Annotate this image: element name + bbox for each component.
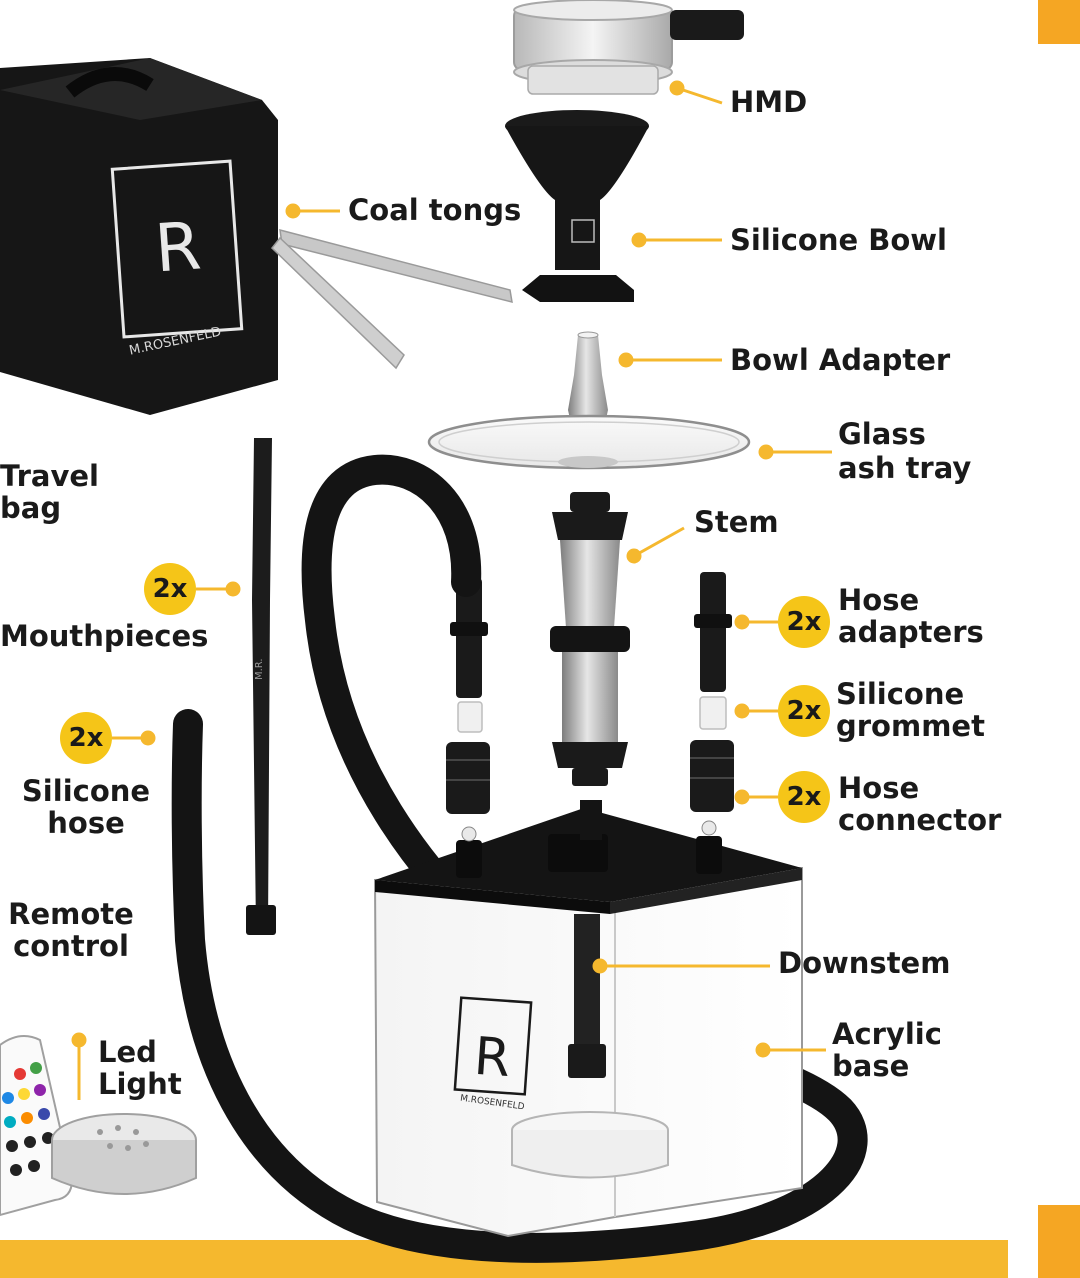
- hmd: [513, 0, 744, 95]
- label-remote-control-line1: Remote: [8, 897, 134, 931]
- coal-tongs: [270, 228, 513, 370]
- label-hose-adapters-line2: adapters: [838, 615, 984, 649]
- badge-mouthpieces: 2x: [144, 563, 196, 615]
- remote-control: [0, 1035, 74, 1217]
- silicone-bowl: [505, 110, 649, 302]
- label-travel-bag-line2: bag: [0, 491, 62, 525]
- label-hose-connector-line2: connector: [838, 803, 1002, 837]
- label-silicone-grommet-line1: Silicone: [836, 677, 965, 711]
- bag-monogram: R: [152, 207, 203, 287]
- label-remote-control-line2: control: [13, 929, 129, 963]
- edge-bar-bottom: [1038, 1205, 1080, 1278]
- label-glass-ash-tray-line2: ash tray: [838, 451, 972, 485]
- label-hose-connector-line1: Hose: [838, 771, 920, 805]
- badge-silicone-grommet: 2x: [778, 685, 830, 737]
- badge-silicone-hose: 2x: [60, 712, 112, 764]
- badge-hose-connector: 2x: [778, 771, 830, 823]
- right-hose-parts: [690, 572, 734, 812]
- label-led-light-line1: Led: [98, 1035, 157, 1069]
- label-mouthpieces: Mouthpieces: [0, 619, 209, 653]
- bowl-adapter: [568, 331, 608, 428]
- travel-bag: R M.ROSENFELD: [0, 58, 278, 415]
- leader-lines: [71, 80, 832, 1100]
- label-led-light-line2: Light: [98, 1067, 182, 1101]
- silicone-hose: [171, 454, 868, 1263]
- label-bowl-adapter: Bowl Adapter: [730, 343, 951, 377]
- label-glass-ash-tray-line1: Glass: [838, 417, 926, 451]
- label-acrylic-base-line2: base: [832, 1049, 910, 1083]
- acrylic-base: R M.ROSENFELD: [373, 800, 803, 1238]
- svg-text:M.R.: M.R.: [254, 658, 265, 680]
- base-monogram: R: [472, 1027, 512, 1089]
- glass-ash-tray: [427, 414, 751, 470]
- label-stem: Stem: [694, 505, 779, 539]
- label-travel-bag-line1: Travel: [0, 459, 99, 493]
- edge-bar-top: [1038, 0, 1080, 44]
- left-hose-parts: [446, 578, 490, 814]
- label-coal-tongs: Coal tongs: [348, 193, 522, 227]
- badge-hose-adapters: 2x: [778, 596, 830, 648]
- mouthpiece: M.R.: [246, 438, 276, 935]
- led-light: [51, 1113, 197, 1195]
- label-hose-adapters-line1: Hose: [838, 583, 920, 617]
- label-hmd: HMD: [730, 85, 808, 119]
- mouthpiece-signature: M.R.: [254, 658, 265, 680]
- label-silicone-hose-line2: hose: [47, 806, 125, 840]
- label-silicone-hose-line1: Silicone: [21, 774, 151, 808]
- label-silicone-grommet-line2: grommet: [836, 709, 985, 743]
- label-acrylic-base-line1: Acrylic: [832, 1017, 942, 1051]
- label-downstem: Downstem: [778, 946, 951, 980]
- label-silicone-bowl: Silicone Bowl: [730, 223, 947, 257]
- stem: [550, 492, 630, 786]
